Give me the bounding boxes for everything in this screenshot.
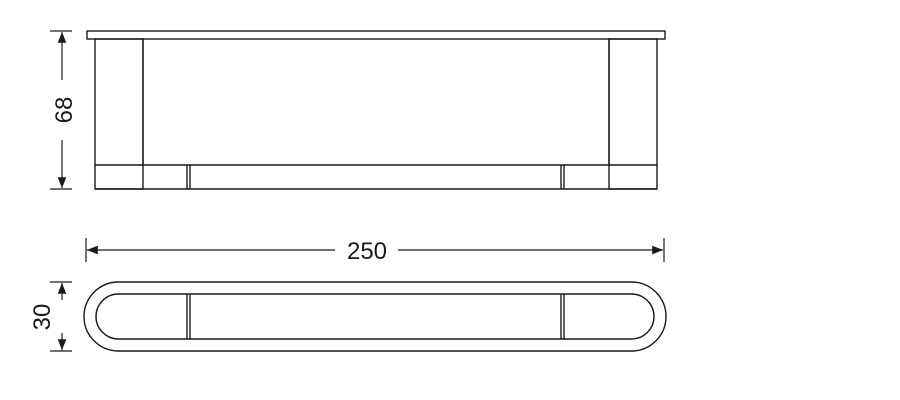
front-top-plate [86,30,666,40]
front-left-bracket [94,38,144,190]
height-dimension [50,30,72,190]
top-view [83,281,667,352]
front-right-bracket [608,38,658,190]
length-dimension [85,238,665,262]
top-inner-outline [95,293,655,340]
length-dimension-label: 250 [347,238,387,265]
front-view [86,30,666,190]
depth-dimension [50,281,72,352]
height-dimension-label: 68 [51,97,78,124]
top-outer-outline [83,281,667,352]
depth-dimension-label: 30 [29,304,56,331]
